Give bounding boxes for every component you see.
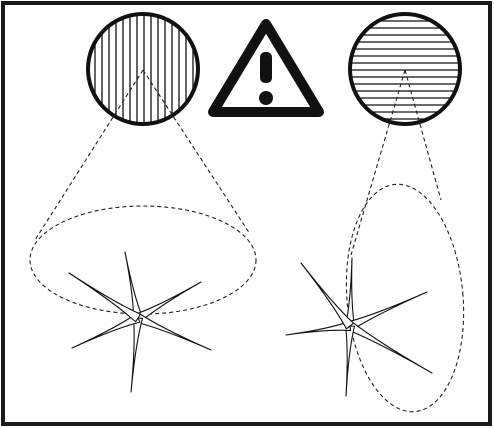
right-beam-cone	[337, 70, 472, 417]
star-spike	[286, 322, 351, 335]
star-spike	[72, 314, 140, 348]
horizontal-line-grating-icon	[350, 14, 460, 124]
right-beam-ellipse	[337, 179, 472, 416]
star-burst-icon	[286, 258, 432, 396]
left-beam-cone	[30, 70, 256, 314]
star-spike	[348, 292, 427, 330]
warning-triangle-icon	[213, 24, 319, 112]
left-beam-ellipse	[30, 206, 256, 314]
star-burst-icon	[69, 252, 211, 392]
star-spike	[348, 322, 432, 373]
star-spike	[301, 263, 354, 329]
star-spike	[136, 282, 201, 322]
frame-border	[3, 3, 490, 424]
star-spike	[136, 314, 211, 350]
vertical-line-grating-icon	[88, 14, 198, 124]
star-spike	[131, 318, 142, 392]
star-spike	[346, 326, 355, 396]
